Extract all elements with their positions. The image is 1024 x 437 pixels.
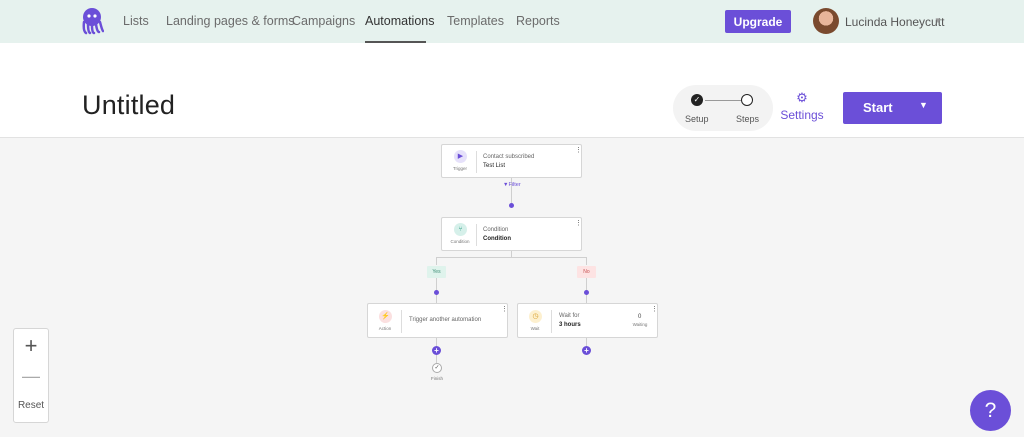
check-icon[interactable]: ✓ (691, 94, 703, 106)
connector-line (436, 257, 587, 258)
card-divider (551, 310, 552, 333)
waiting-count: 0 (638, 314, 642, 320)
wait-card[interactable]: ◷ Wait Wait for 3 hours 0 Waiting ⋮ (517, 303, 658, 338)
automation-header: Untitled ✓ Setup Steps ⚙ Settings Start … (0, 43, 1024, 138)
connector-line (586, 257, 587, 265)
gear-icon: ⚙ (796, 90, 808, 105)
caret-down-icon[interactable]: ▼ (919, 100, 928, 110)
octopus-logo-icon[interactable] (80, 7, 104, 35)
upgrade-button[interactable]: Upgrade (725, 10, 791, 33)
connector-line (511, 251, 512, 257)
card-divider (476, 224, 477, 246)
nav-link-automations[interactable]: Automations (365, 14, 435, 28)
connector-dot (434, 290, 439, 295)
play-icon: ▶ (454, 150, 467, 163)
add-step-button[interactable]: + (582, 346, 591, 355)
zoom-out-button[interactable]: — (22, 366, 40, 386)
user-name[interactable]: Lucinda Honeycutt (845, 15, 945, 29)
step-label-steps[interactable]: Steps (736, 114, 760, 124)
connector-line (436, 355, 437, 363)
kebab-menu-icon[interactable]: ⋮ (501, 306, 508, 313)
connector-line (436, 293, 437, 303)
nav-link-campaigns[interactable]: Campaigns (292, 14, 356, 28)
connector-line (436, 338, 437, 346)
filter-label: Filter (508, 182, 521, 188)
condition-card[interactable]: ⑂ Condition Condition Condition ⋮ (441, 217, 582, 251)
nav-link-templates[interactable]: Templates (447, 14, 504, 28)
action-kind-label: Action (378, 326, 392, 331)
branch-yes-badge: Yes (427, 266, 446, 278)
zoom-controls: + — Reset (13, 328, 49, 423)
trigger-card[interactable]: ▶ Trigger Contact subscribed Test List ⋮ (441, 144, 582, 178)
avatar[interactable] (813, 8, 839, 34)
card-divider (401, 310, 402, 333)
workflow-canvas[interactable]: ▶ Trigger Contact subscribed Test List ⋮… (0, 139, 1024, 437)
filter-link[interactable]: ▼Filter (503, 182, 521, 188)
waiting-label: Waiting (632, 322, 648, 327)
nav-link-reports[interactable]: Reports (516, 14, 560, 28)
kebab-menu-icon[interactable]: ⋮ (575, 147, 582, 154)
settings-label: Settings (780, 108, 824, 122)
condition-value: Condition (483, 236, 511, 242)
zoom-in-button[interactable]: + (24, 333, 38, 358)
nav-link-landing-pages[interactable]: Landing pages & forms (166, 14, 295, 28)
chevron-down-icon[interactable]: ▼ (934, 16, 942, 25)
branch-no-badge: No (577, 266, 596, 278)
action-description: Trigger another automation (409, 317, 482, 323)
trigger-list: Test List (483, 163, 506, 169)
condition-icon: ⑂ (454, 223, 467, 236)
connector-line (436, 257, 437, 265)
card-divider (476, 151, 477, 173)
condition-title: Condition (483, 227, 509, 233)
connector-dot (509, 203, 514, 208)
check-icon: ✓ (432, 363, 442, 373)
kebab-menu-icon[interactable]: ⋮ (651, 306, 658, 313)
connector-dot (584, 290, 589, 295)
clock-icon: ◷ (529, 310, 542, 323)
nav-link-lists[interactable]: Lists (123, 14, 149, 28)
add-step-button[interactable]: + (432, 346, 441, 355)
page-title[interactable]: Untitled (82, 90, 176, 120)
wait-duration: 3 hours (559, 322, 581, 328)
trigger-event: Contact subscribed (483, 154, 535, 160)
connector-line (586, 338, 587, 346)
kebab-menu-icon[interactable]: ⋮ (575, 220, 582, 227)
finish-label: Finish (430, 376, 443, 381)
settings-button[interactable]: ⚙ Settings (780, 90, 824, 123)
wait-kind-label: Wait (530, 326, 540, 331)
step-label-setup[interactable]: Setup (685, 114, 709, 124)
lightning-icon: ⚡ (379, 310, 392, 323)
help-button[interactable]: ? (970, 390, 1011, 431)
step-steps-circle-icon[interactable] (741, 94, 753, 106)
connector-line (586, 278, 587, 290)
wait-title: Wait for (559, 313, 580, 319)
action-card[interactable]: ⚡ Action Trigger another automation ⋮ (367, 303, 508, 338)
start-button[interactable]: Start ▼ (843, 92, 942, 124)
connector-line (586, 293, 587, 303)
connector-line (436, 278, 437, 290)
top-navigation: Lists Landing pages & forms Campaigns Au… (0, 0, 1024, 43)
active-tab-indicator (365, 41, 426, 43)
connector-line (511, 178, 512, 206)
condition-kind-label: Condition (450, 239, 470, 244)
step-progress: ✓ Setup Steps (673, 85, 773, 131)
zoom-reset-button[interactable]: Reset (17, 400, 45, 411)
step-connector (705, 100, 741, 101)
trigger-kind-label: Trigger (452, 166, 468, 171)
start-label: Start (863, 100, 893, 115)
